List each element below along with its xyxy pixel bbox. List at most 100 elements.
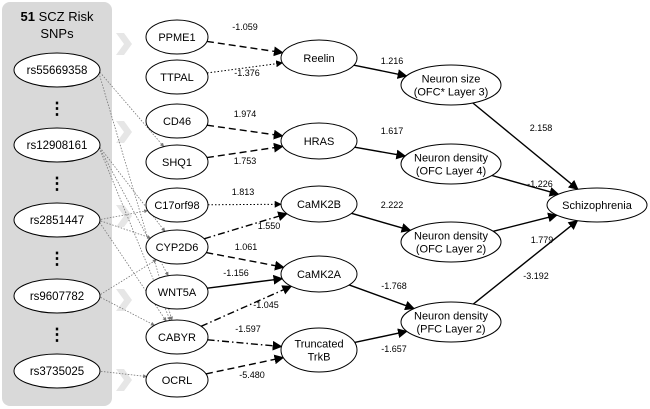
gene-node: SHQ1: [145, 144, 209, 180]
edge-label: 1.061: [235, 242, 258, 252]
edge-n4-o1: [472, 220, 579, 305]
gene-node-label: PPME1: [158, 32, 195, 44]
snp-node-label: rs9607782: [30, 291, 84, 303]
gene-node-shape: [145, 59, 209, 95]
vertical-ellipsis: ⋮: [49, 174, 66, 193]
gene-node: TTPAL: [145, 59, 209, 95]
snp-node-label: rs3735025: [30, 366, 84, 378]
edge-label: 1.617: [381, 126, 404, 136]
edge-g8-p5: [207, 339, 283, 351]
edge-g1-p1: [206, 40, 284, 57]
gene-node-shape: [145, 229, 209, 265]
phenotype-node-label: (PFC Layer 2): [416, 324, 485, 336]
phenotype-node: Neuron density(OFC Layer 4): [400, 143, 502, 185]
gene-node-shape: [145, 144, 209, 180]
edge-label: 1.813: [232, 187, 255, 197]
phenotype-node-label: Neuron density: [414, 311, 488, 323]
gene-node-shape: [145, 103, 209, 139]
snp-gene-link: [97, 370, 148, 379]
vertical-ellipsis: ⋮: [49, 325, 66, 344]
edge-label: 1.753: [234, 156, 257, 166]
gene-node-label: CD46: [163, 116, 191, 128]
chevron-arrow-icon: [116, 205, 132, 227]
edge-g3-p2: [206, 124, 284, 140]
protein-node-label: TrkB: [308, 352, 331, 364]
edge-label: 1.974: [234, 109, 257, 119]
panel-title-rest: SCZ Risk: [35, 9, 94, 24]
edge-label: 1.550: [258, 221, 281, 231]
snp-node-shape: [13, 278, 101, 314]
edge-label: -1.156: [223, 268, 249, 278]
gene-node: CD46: [145, 103, 209, 139]
edge-label: -1.045: [253, 300, 279, 310]
gene-node-label: C17orf98: [154, 200, 199, 212]
phenotype-node-shape: [400, 301, 502, 343]
snp-node-label: rs55669358: [27, 65, 88, 77]
edge-g8-p4: [200, 285, 293, 327]
phenotype-node-label: Neuron density: [414, 231, 488, 243]
snp-node-shape: [13, 127, 101, 163]
protein-node-label: HRAS: [304, 136, 335, 148]
edge-p1-n1: [353, 64, 408, 79]
panel-title-count: 51: [21, 9, 35, 24]
edge-n2-o1: [491, 174, 560, 197]
edge-g9-p5: [205, 354, 285, 375]
gene-node-label: OCRL: [162, 375, 193, 387]
gene-node-label: CYP2D6: [156, 242, 199, 254]
phenotype-node-label: Neuron size: [422, 74, 481, 86]
edge-label: 1.779: [531, 235, 554, 245]
outcome-node-label: Schizophrenia: [562, 200, 633, 212]
chevron-arrow-icon: [116, 369, 132, 391]
edge-label: -1.597: [235, 324, 261, 334]
edge-g5-p3: [207, 200, 282, 208]
snp-node-shape: [13, 353, 101, 389]
snp-node: rs3735025: [13, 353, 101, 389]
gene-node: WNT5A: [145, 274, 209, 310]
protein-node: Reelin: [280, 39, 358, 77]
snp-gene-link: [97, 209, 149, 221]
chevron-arrow-icon: [116, 33, 132, 55]
protein-node-label: Reelin: [303, 53, 334, 65]
edge-label: -5.480: [239, 370, 265, 380]
edge-g2-p1: [207, 60, 284, 74]
edge-label: -1.657: [381, 344, 407, 354]
snp-node: rs55669358: [13, 52, 101, 88]
edge-n3-o1: [493, 212, 558, 232]
pathway-edges: [200, 40, 579, 375]
vertical-ellipsis: ⋮: [49, 249, 66, 268]
edge-p5-n4: [354, 328, 408, 344]
gene-node: CYP2D6: [145, 229, 209, 265]
protein-node: CaMK2A: [280, 255, 358, 293]
phenotype-node-label: Neuron density: [414, 153, 488, 165]
snp-node-shape: [13, 52, 101, 88]
snp-node: rs2851447: [13, 202, 101, 238]
edge-p4-n4: [348, 284, 415, 311]
snp-node-label: rs2851447: [30, 215, 84, 227]
phenotype-node-label: (OFC Layer 4): [416, 166, 486, 178]
snp-node: rs12908161: [13, 127, 101, 163]
edge-g4-p2: [206, 142, 284, 159]
snp-node-label: rs12908161: [27, 140, 88, 152]
chevron-arrow-icon: [116, 121, 132, 143]
protein-node-shape: [280, 39, 358, 77]
edge-label: -3.192: [523, 271, 549, 281]
gene-node: C17orf98: [145, 187, 209, 223]
gene-node: CABYR: [145, 319, 209, 355]
phenotype-node: Neuron density(PFC Layer 2): [400, 301, 502, 343]
snp-node-shape: [13, 202, 101, 238]
phenotype-node-shape: [400, 221, 502, 263]
outcome-node: Schizophrenia: [546, 187, 648, 223]
gene-node: PPME1: [145, 19, 209, 55]
snp-gene-link: [97, 69, 165, 147]
pathway-nodes: rs55669358 rs12908161 rs2851447 rs9607782 rs…: [13, 19, 648, 398]
gene-node-label: CABYR: [158, 332, 196, 344]
chevron-arrows: [116, 33, 132, 391]
snp-gene-link: [97, 219, 167, 322]
edge-p2-n2: [354, 146, 407, 160]
protein-node-shape: [280, 185, 358, 223]
protein-node-label: Truncated: [294, 339, 343, 351]
edge-label: 1.216: [381, 56, 404, 66]
phenotype-node-shape: [400, 143, 502, 185]
panel-title-line2: SNPs: [40, 26, 74, 41]
